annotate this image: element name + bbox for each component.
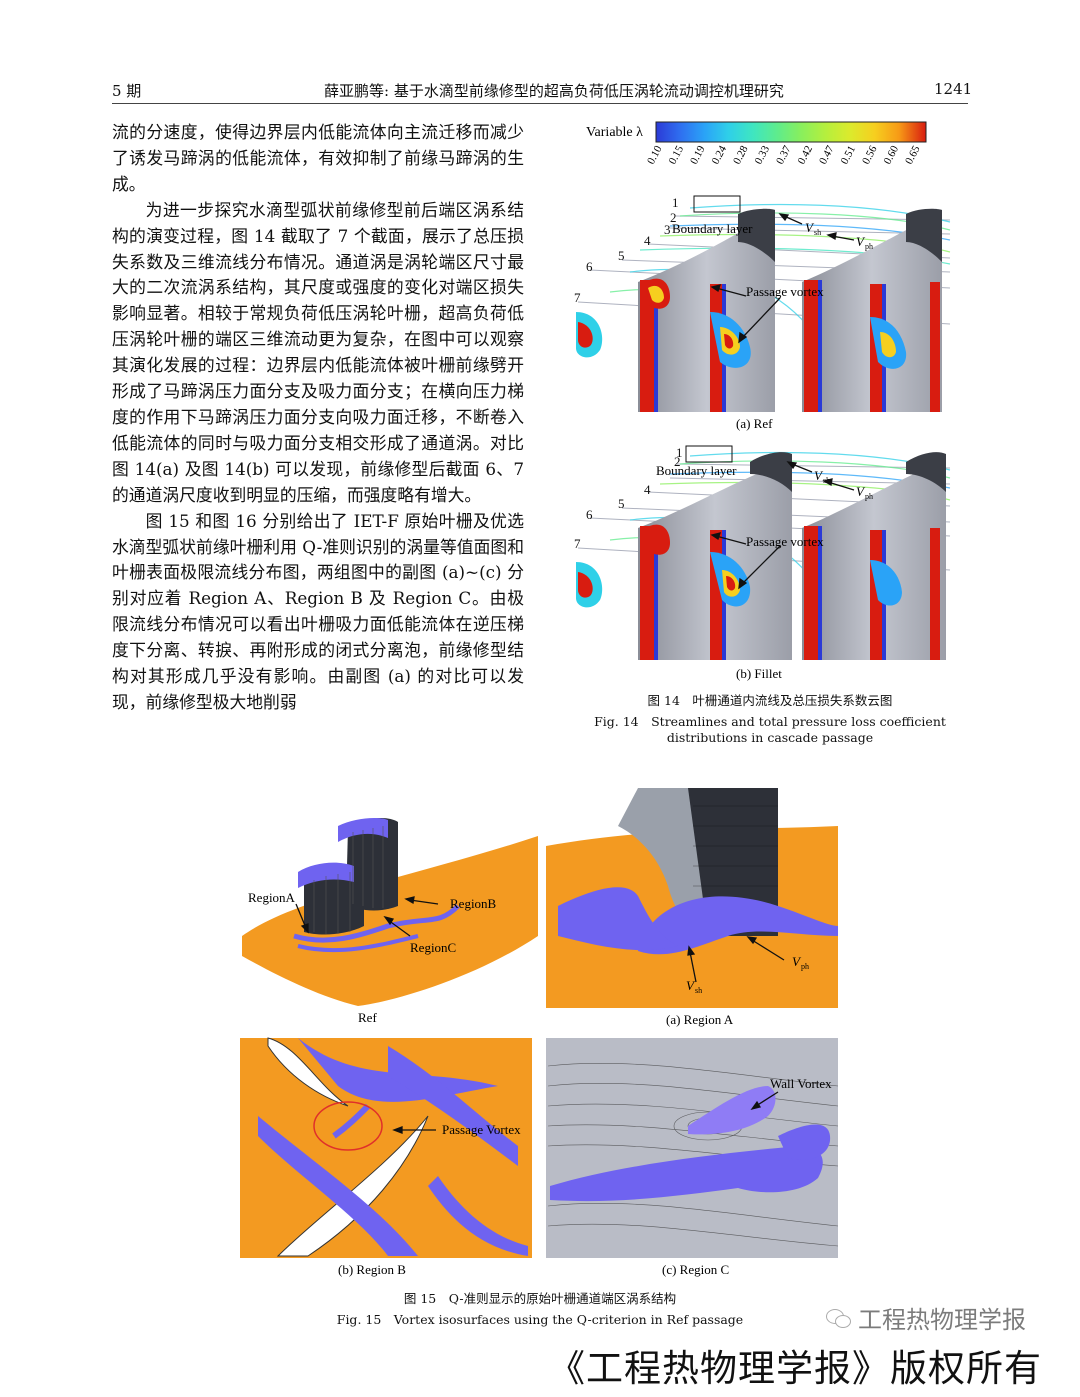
colorbar	[655, 121, 927, 143]
header-rule	[112, 103, 968, 104]
colorbar-tick-label: 0.51	[839, 144, 859, 167]
running-title: 薛亚鹏等: 基于水滴型前缘修型的超高负荷低压涡轮流动调控机理研究	[324, 82, 784, 100]
wechat-watermark: 工程热物理学报	[826, 1300, 1026, 1335]
colorbar-label: Variable λ	[586, 125, 643, 140]
figure-15: RegionA RegionB RegionC Ref V sh V ph (a…	[240, 788, 839, 1277]
v-sh-label: V	[805, 220, 815, 235]
v-ph-label: V	[856, 234, 866, 249]
passage-vortex-label: Passage vortex	[746, 534, 824, 549]
section-number: 1	[672, 195, 679, 210]
section-number: 2	[674, 454, 681, 469]
paragraph: 为进一步探究水滴型弧状前缘修型前后端区涡系结构的演变过程，图 14 截取了 7 …	[112, 199, 524, 505]
page-number: 1241	[934, 80, 973, 98]
colorbar-tick-label: 0.42	[796, 144, 816, 167]
colorbar-tick-label: 0.56	[860, 143, 880, 166]
panel-14b: 1 2 4 5 6 7 Boundary layer V sh V ph Pas…	[574, 442, 954, 664]
body-text: 流的分速度，使得边界层内低能流体向主流迁移而减少了诱发马蹄涡的低能流体，有效抑制…	[112, 120, 524, 716]
section-number: 1	[676, 445, 683, 460]
section-number: 5	[618, 496, 625, 511]
panel-15c: Wall Vortex	[546, 1038, 839, 1258]
caption-14-en-2: distributions in cascade passage	[666, 730, 874, 745]
v-ph-label: V	[792, 954, 802, 969]
wechat-icon	[826, 1307, 852, 1329]
panel-15a: V sh V ph	[546, 788, 838, 1008]
account-name: 工程热物理学报	[858, 1306, 1026, 1334]
paragraph: 图 15 和图 16 分别给出了 IET-F 原始叶栅及优选水滴型弧状前缘叶栅利…	[112, 510, 524, 712]
colorbar-tick-label: 0.60	[882, 143, 902, 166]
section-number: 2	[670, 210, 677, 225]
panel-15b: Passage Vortex	[240, 1037, 532, 1258]
section-number: 5	[618, 248, 625, 263]
colorbar-tick-label: 0.33	[753, 143, 773, 166]
issue-number: 5 期	[112, 82, 142, 100]
v-ph-subscript: ph	[865, 242, 873, 251]
section-number: 3	[664, 222, 671, 237]
panel-15-ref: RegionA RegionB RegionC	[242, 818, 538, 1006]
colorbar-tick-label: 0.24	[710, 143, 730, 166]
boundary-layer-label: Boundary layer	[656, 463, 737, 478]
section-number: 6	[586, 259, 593, 274]
colorbar-tick-label: 0.37	[774, 143, 794, 166]
region-b-label: RegionB	[450, 896, 497, 911]
colorbar-tick-label: 0.47	[817, 143, 837, 166]
v-ph-subscript: ph	[801, 962, 809, 971]
caption-14-en-1: Fig. 14 Streamlines and total pressure l…	[594, 714, 946, 729]
v-sh-subscript: sh	[814, 228, 821, 237]
caption-14-cn: 图 14 叶栅通道内流线及总压损失系数云图	[647, 693, 893, 708]
v-sh-label: V	[686, 978, 696, 993]
caption-15-en: Fig. 15 Vortex isosurfaces using the Q-c…	[336, 1312, 744, 1327]
subcaption-15c: (c) Region C	[662, 1262, 729, 1277]
region-a-label: RegionA	[248, 890, 296, 905]
paragraph: 流的分速度，使得边界层内低能流体向主流迁移而减少了诱发马蹄涡的低能流体，有效抑制…	[112, 122, 524, 194]
v-sh-label: V	[814, 468, 824, 483]
caption-15-cn: 图 15 Q-准则显示的原始叶栅通道端区涡系结构	[403, 1291, 677, 1306]
v-sh-subscript: sh	[695, 986, 702, 995]
panel-14a: 1 2 3 4 5 6 7 Boundary layer V sh V ph P…	[574, 192, 954, 414]
copyright-watermark: 《工程热物理学报》版权所有	[548, 1347, 1042, 1390]
colorbar-tick-label: 0.15	[667, 143, 687, 166]
section-number: 7	[574, 290, 581, 305]
section-number: 7	[574, 536, 581, 551]
subcaption-15b: (b) Region B	[338, 1262, 406, 1277]
wall-vortex-label: Wall Vortex	[770, 1076, 832, 1091]
subcaption-14b: (b) Fillet	[736, 666, 782, 681]
subcaption-15-ref: Ref	[358, 1010, 377, 1025]
v-ph-subscript: ph	[865, 492, 873, 501]
colorbar-tick-label: 0.28	[731, 143, 751, 166]
passage-vortex-label: Passage vortex	[746, 284, 824, 299]
passage-vortex-label: Passage Vortex	[442, 1122, 521, 1137]
region-c-label: RegionC	[410, 940, 456, 955]
section-number: 4	[644, 482, 651, 497]
colorbar-tick-label: 0.10	[645, 143, 665, 166]
section-number: 4	[644, 233, 651, 248]
boundary-layer-label: Boundary layer	[672, 221, 753, 236]
colorbar-tick-label: 0.19	[688, 143, 708, 166]
section-number: 6	[586, 507, 593, 522]
colorbar-tick-label: 0.65	[903, 143, 923, 166]
subcaption-15a: (a) Region A	[666, 1012, 734, 1027]
v-ph-label: V	[856, 484, 866, 499]
subcaption-14a: (a) Ref	[736, 416, 773, 431]
